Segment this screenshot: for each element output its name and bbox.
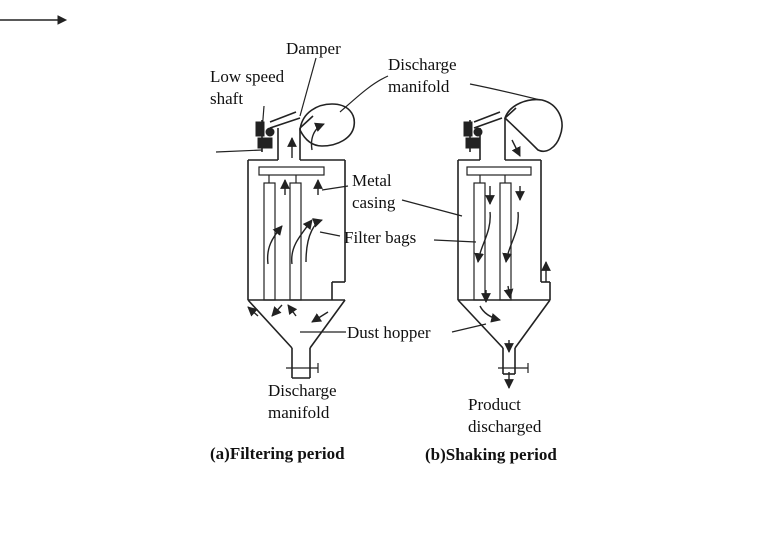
label-dust-hopper: Dust hopper xyxy=(347,323,431,342)
leader-lines xyxy=(215,57,541,333)
damper-b xyxy=(473,111,503,129)
label-manifold-bottom: manifold xyxy=(268,403,330,422)
side-inlet-a xyxy=(331,281,345,300)
label-discharge-manifold-top: Discharge xyxy=(388,55,457,74)
outlet-duct-a xyxy=(277,115,314,160)
tube-sheet-b xyxy=(466,166,532,176)
label-low-speed: Low speed xyxy=(210,67,285,86)
motor-icon-b xyxy=(463,120,483,152)
label-product: Product xyxy=(468,395,521,414)
label-discharge-manifold-bottom: Discharge xyxy=(268,381,337,400)
motor-icon xyxy=(255,120,275,152)
dust-hopper-b xyxy=(457,299,551,375)
damper-a xyxy=(269,111,301,129)
label-casing: casing xyxy=(352,193,396,212)
filter-bags-a xyxy=(263,175,302,301)
outlet-duct-b xyxy=(479,107,517,160)
tube-sheet-a xyxy=(258,166,325,176)
label-filter-bags: Filter bags xyxy=(344,228,416,247)
inlet-arrow-top-left xyxy=(0,15,68,25)
flow-arrows-a xyxy=(247,122,329,323)
shaking-unit xyxy=(457,98,563,389)
label-manifold-top: manifold xyxy=(388,77,450,96)
flow-arrows-b xyxy=(474,139,551,389)
discharge-manifold-dome-a xyxy=(299,103,356,147)
label-shaft: shaft xyxy=(210,89,243,108)
discharge-manifold-dome-b xyxy=(504,98,563,152)
label-metal: Metal xyxy=(352,171,392,190)
caption-shaking-period: (b)Shaking period xyxy=(425,445,557,464)
caption-filtering-period: (a)Filtering period xyxy=(210,444,345,463)
filtering-unit xyxy=(247,103,356,379)
metal-casing-a xyxy=(247,159,346,300)
label-discharged: discharged xyxy=(468,417,542,436)
filter-bags-b xyxy=(473,175,512,301)
metal-casing-b xyxy=(457,159,542,300)
side-inlet-b xyxy=(541,281,551,300)
label-damper: Damper xyxy=(286,39,341,58)
dust-hopper-a xyxy=(247,299,346,379)
